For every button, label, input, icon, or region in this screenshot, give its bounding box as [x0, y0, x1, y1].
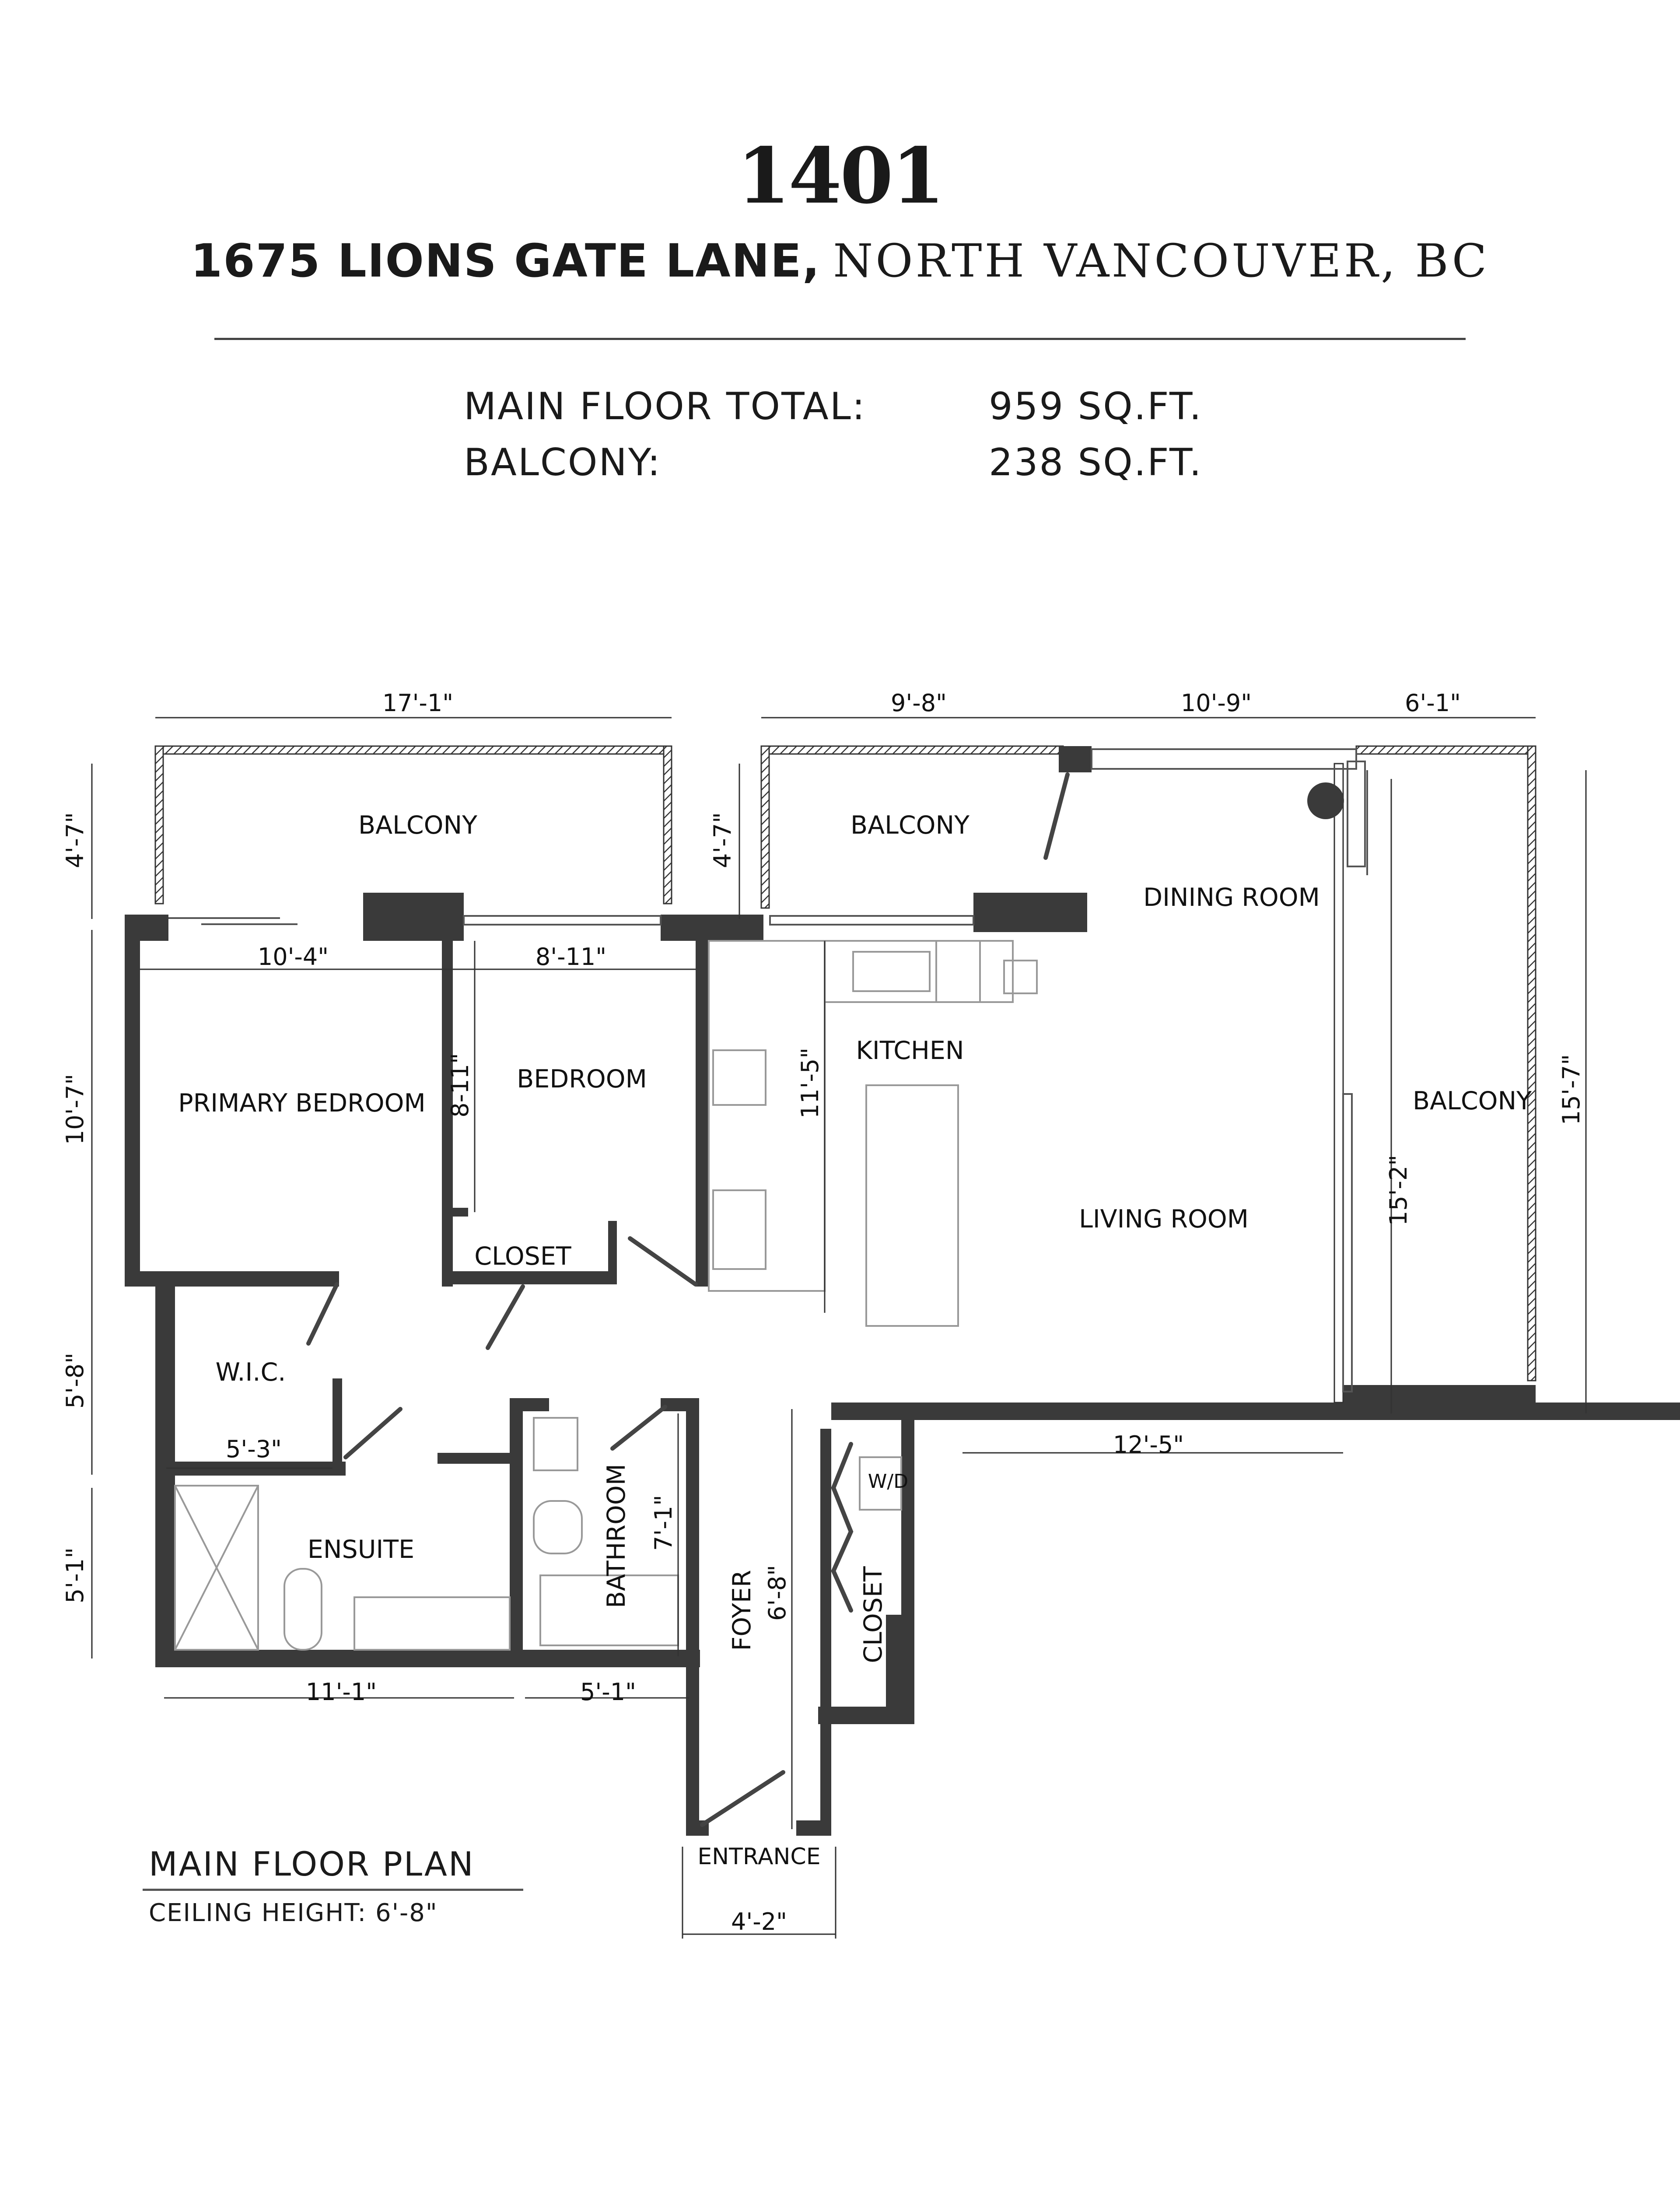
- walls: [125, 746, 1680, 1836]
- room-label-foyer: FOYER: [728, 1570, 756, 1651]
- plan-title: MAIN FLOOR PLAN: [149, 1844, 475, 1883]
- ensuite-vanity: [354, 1596, 511, 1651]
- dim-label: 11'-1": [306, 1678, 377, 1706]
- bathroom-sink: [533, 1417, 578, 1471]
- dim-label: 12'-5": [1113, 1431, 1184, 1459]
- dim-label: 4'-7": [709, 812, 736, 868]
- room-label-entrance: ENTRANCE: [697, 1844, 820, 1870]
- fixtures: [174, 940, 1038, 1651]
- dim-label: 15'-2": [1385, 1155, 1412, 1226]
- washer-dryer: [859, 1456, 902, 1511]
- room-label-bedroom: BEDROOM: [517, 1065, 647, 1094]
- dim-label: 10'-4": [258, 943, 329, 971]
- windows: [168, 748, 1368, 1392]
- address: 1675 LIONS GATE LANE, NORTH VANCOUVER, B…: [0, 234, 1680, 288]
- area-row-main: MAIN FLOOR TOTAL: 959 SQ.FT.: [464, 379, 1203, 435]
- dim-label: 5'-1": [580, 1678, 636, 1706]
- room-label-balcony-west: BALCONY: [358, 811, 477, 840]
- room-label-wd: W/D: [868, 1470, 908, 1493]
- cooktop: [712, 1049, 766, 1106]
- header-divider: [214, 338, 1466, 340]
- room-label-balcony-east: BALCONY: [1413, 1087, 1532, 1115]
- room-label-closet-foyer: CLOSET: [859, 1566, 888, 1663]
- bathroom-toilet: [533, 1500, 583, 1554]
- dimension-labels: 17'-1" 9'-8" 10'-9" 6'-1" 4'-7" 4'-7" 10…: [61, 689, 1585, 1936]
- plan-legend: MAIN FLOOR PLAN CEILING HEIGHT: 6'-8": [143, 1844, 523, 1927]
- room-label-closet-bedroom: CLOSET: [474, 1242, 571, 1271]
- dim-label: 5'-1": [61, 1547, 89, 1603]
- ceiling-height: CEILING HEIGHT: 6'-8": [149, 1899, 438, 1927]
- dim-label: 8-11": [446, 1053, 474, 1117]
- dim-label: 5'-8": [61, 1353, 89, 1409]
- dim-label: 6'-8": [763, 1565, 791, 1621]
- dim-label: 4'-7": [61, 812, 89, 868]
- dim-label: 17'-1": [382, 689, 453, 717]
- dim-label: 15'-7": [1558, 1054, 1585, 1125]
- balcony-railings: [154, 745, 1536, 1382]
- dim-label: 11'-5": [796, 1048, 824, 1119]
- room-label-bathroom: BATHROOM: [602, 1464, 631, 1608]
- dim-label: 10'-9": [1181, 689, 1252, 717]
- fridge: [712, 1189, 766, 1270]
- doors[interactable]: [306, 772, 1070, 1827]
- area-label: BALCONY:: [464, 441, 662, 484]
- area-summary: MAIN FLOOR TOTAL: 959 SQ.FT. BALCONY: 23…: [464, 379, 1203, 491]
- area-value: 238 SQ.FT.: [989, 441, 1203, 484]
- dim-label: 9'-8": [891, 689, 947, 717]
- area-row-balcony: BALCONY: 238 SQ.FT.: [464, 435, 1203, 491]
- room-label-primary-bedroom: PRIMARY BEDROOM: [178, 1089, 425, 1118]
- room-labels: BALCONY BALCONY DINING ROOM KITCHEN BALC…: [178, 811, 1532, 1870]
- room-label-living: LIVING ROOM: [1079, 1205, 1249, 1234]
- dim-label: 8'-11": [536, 943, 606, 971]
- dim-label: 7'-1": [650, 1495, 677, 1551]
- dim-label: 5'-3": [226, 1435, 282, 1463]
- area-label: MAIN FLOOR TOTAL:: [464, 385, 866, 428]
- ensuite-toilet: [284, 1568, 322, 1651]
- structural-column: [1307, 782, 1344, 819]
- area-value: 959 SQ.FT.: [989, 385, 1203, 428]
- address-city: NORTH VANCOUVER, BC: [833, 234, 1490, 288]
- shower: [174, 1485, 259, 1651]
- dim-label: 10'-7": [61, 1074, 89, 1145]
- plan-title-underline: [143, 1889, 523, 1891]
- room-label-balcony-north: BALCONY: [850, 811, 970, 840]
- address-street: 1675 LIONS GATE LANE,: [190, 234, 821, 288]
- dim-label: 6'-1": [1405, 689, 1461, 717]
- kitchen-sink: [852, 951, 931, 992]
- dimension-lines: [91, 717, 1587, 1939]
- room-label-dining: DINING ROOM: [1143, 883, 1320, 912]
- kitchen-island: [865, 1084, 959, 1327]
- room-label-ensuite: ENSUITE: [308, 1535, 414, 1564]
- dishwasher: [935, 940, 981, 1003]
- room-label-wic: W.I.C.: [216, 1358, 286, 1387]
- dim-label: 4'-2": [731, 1908, 787, 1936]
- room-label-kitchen: KITCHEN: [856, 1036, 964, 1065]
- unit-number: 1401: [737, 131, 945, 221]
